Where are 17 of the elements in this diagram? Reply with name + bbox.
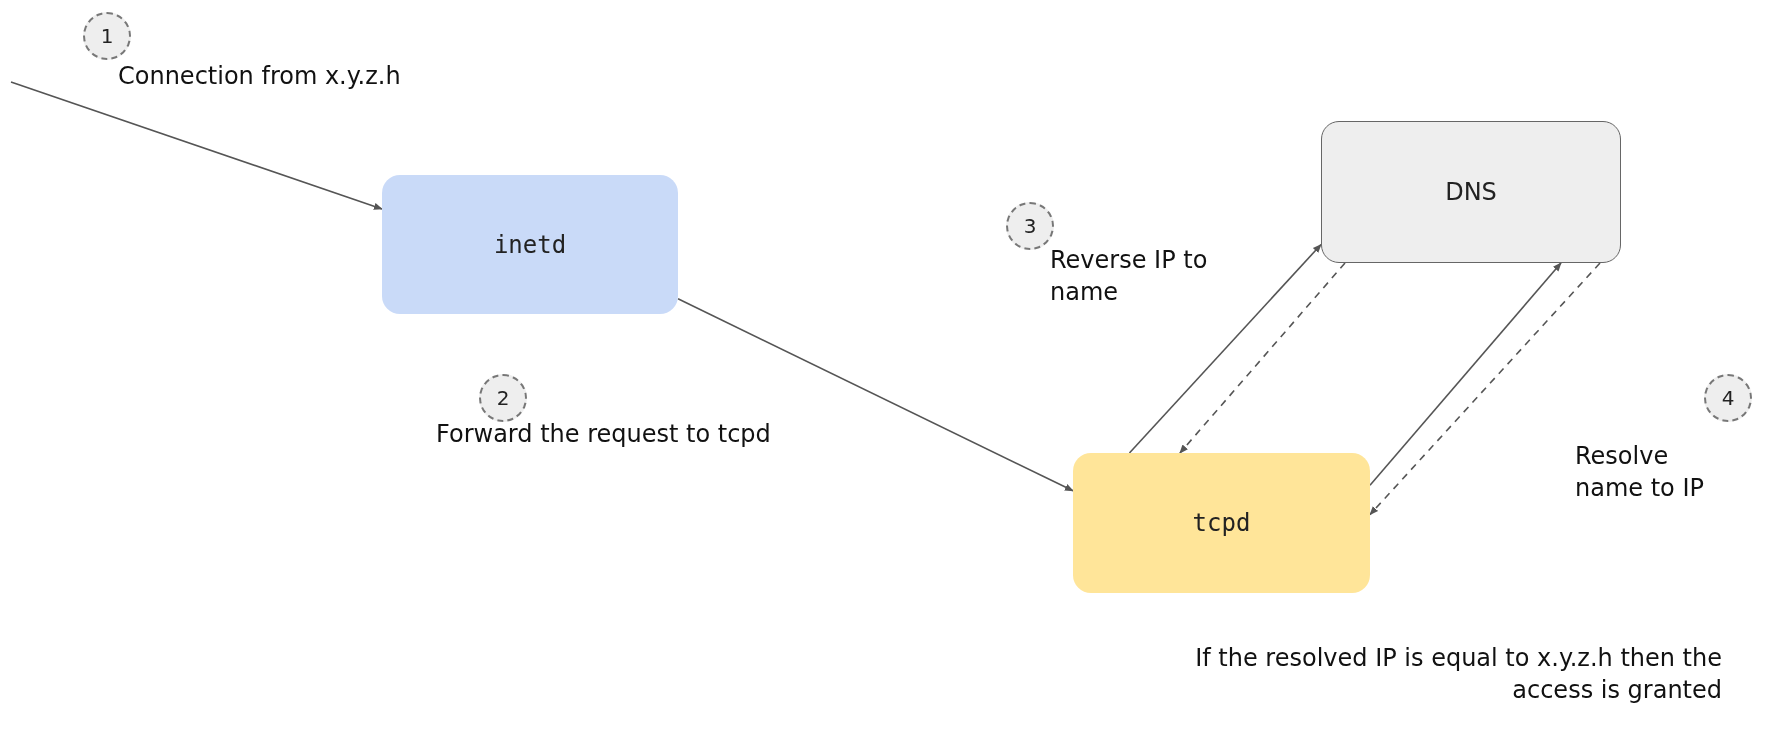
arrow xyxy=(1369,262,1601,516)
note-text: Forward the request to tcpd xyxy=(436,419,772,450)
process-box: tcpd xyxy=(1073,453,1370,593)
note-text: Connection from x.y.z.h xyxy=(118,61,402,92)
callout-number: 3 xyxy=(1006,202,1054,250)
arrow xyxy=(677,297,1074,492)
note-text: Resolve name to IP xyxy=(1575,441,1705,505)
arrow xyxy=(1369,262,1562,486)
process-box: inetd xyxy=(382,175,678,314)
process-box: DNS xyxy=(1321,121,1621,263)
callout-number: 4 xyxy=(1704,374,1752,422)
note-text: If the resolved IP is equal to x.y.z.h then the access is granted xyxy=(1194,643,1722,707)
arrow xyxy=(1128,243,1322,454)
arrow xyxy=(1179,262,1346,454)
callout-number: 2 xyxy=(479,374,527,422)
callout-number: 1 xyxy=(83,12,131,60)
arrow xyxy=(10,81,383,210)
